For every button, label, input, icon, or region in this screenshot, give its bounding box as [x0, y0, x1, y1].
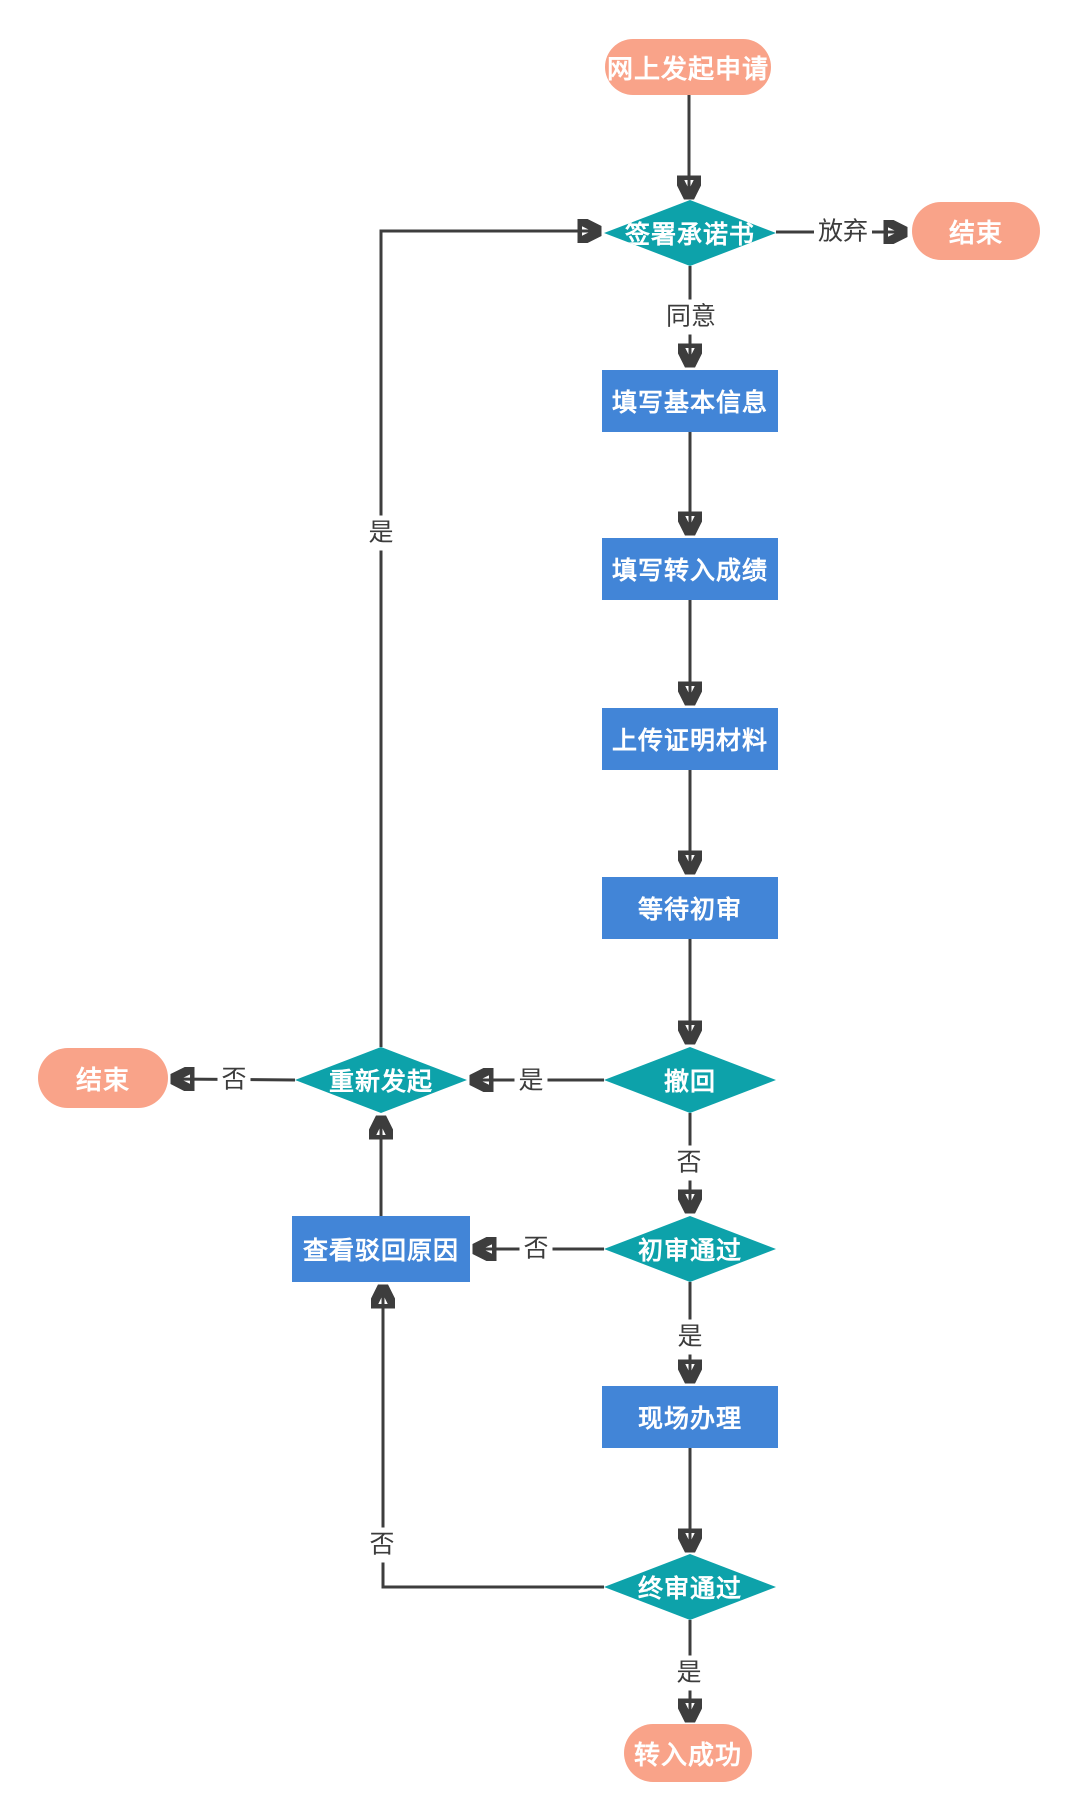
edge-label-no-to-end-left: 否 — [217, 1062, 251, 1098]
node-end-top[interactable]: 结束 — [912, 202, 1040, 260]
edge-label-yes-withdraw: 是 — [514, 1063, 548, 1099]
node-view-reject-reason[interactable]: 查看驳回原因 — [292, 1216, 470, 1282]
edge-final-review-to-view-reject — [383, 1286, 604, 1589]
edge-label-yes-first-review: 是 — [673, 1319, 707, 1355]
node-onsite-process[interactable]: 现场办理 — [602, 1386, 778, 1448]
edge-label-abandon: 放弃 — [813, 214, 873, 250]
node-wait-first-review[interactable]: 等待初审 — [602, 877, 778, 939]
edge-label-agree: 同意 — [661, 299, 721, 335]
node-upload-materials[interactable]: 上传证明材料 — [602, 708, 778, 770]
node-fill-transfer-score[interactable]: 填写转入成绩 — [602, 538, 778, 600]
node-fill-basic-info[interactable]: 填写基本信息 — [602, 370, 778, 432]
edge-restart-to-sign-pledge — [379, 231, 600, 1047]
edge-label-no-final-review: 否 — [365, 1527, 399, 1563]
edge-label-no-first-review: 否 — [519, 1231, 553, 1267]
edge-label-yes-final-review: 是 — [672, 1655, 706, 1691]
node-start[interactable]: 网上发起申请 — [605, 39, 771, 95]
node-transfer-success[interactable]: 转入成功 — [624, 1724, 752, 1782]
edge-label-no-withdraw: 否 — [672, 1145, 706, 1181]
edge-label-yes-restart-loop: 是 — [364, 515, 398, 551]
node-end-left[interactable]: 结束 — [38, 1048, 168, 1108]
